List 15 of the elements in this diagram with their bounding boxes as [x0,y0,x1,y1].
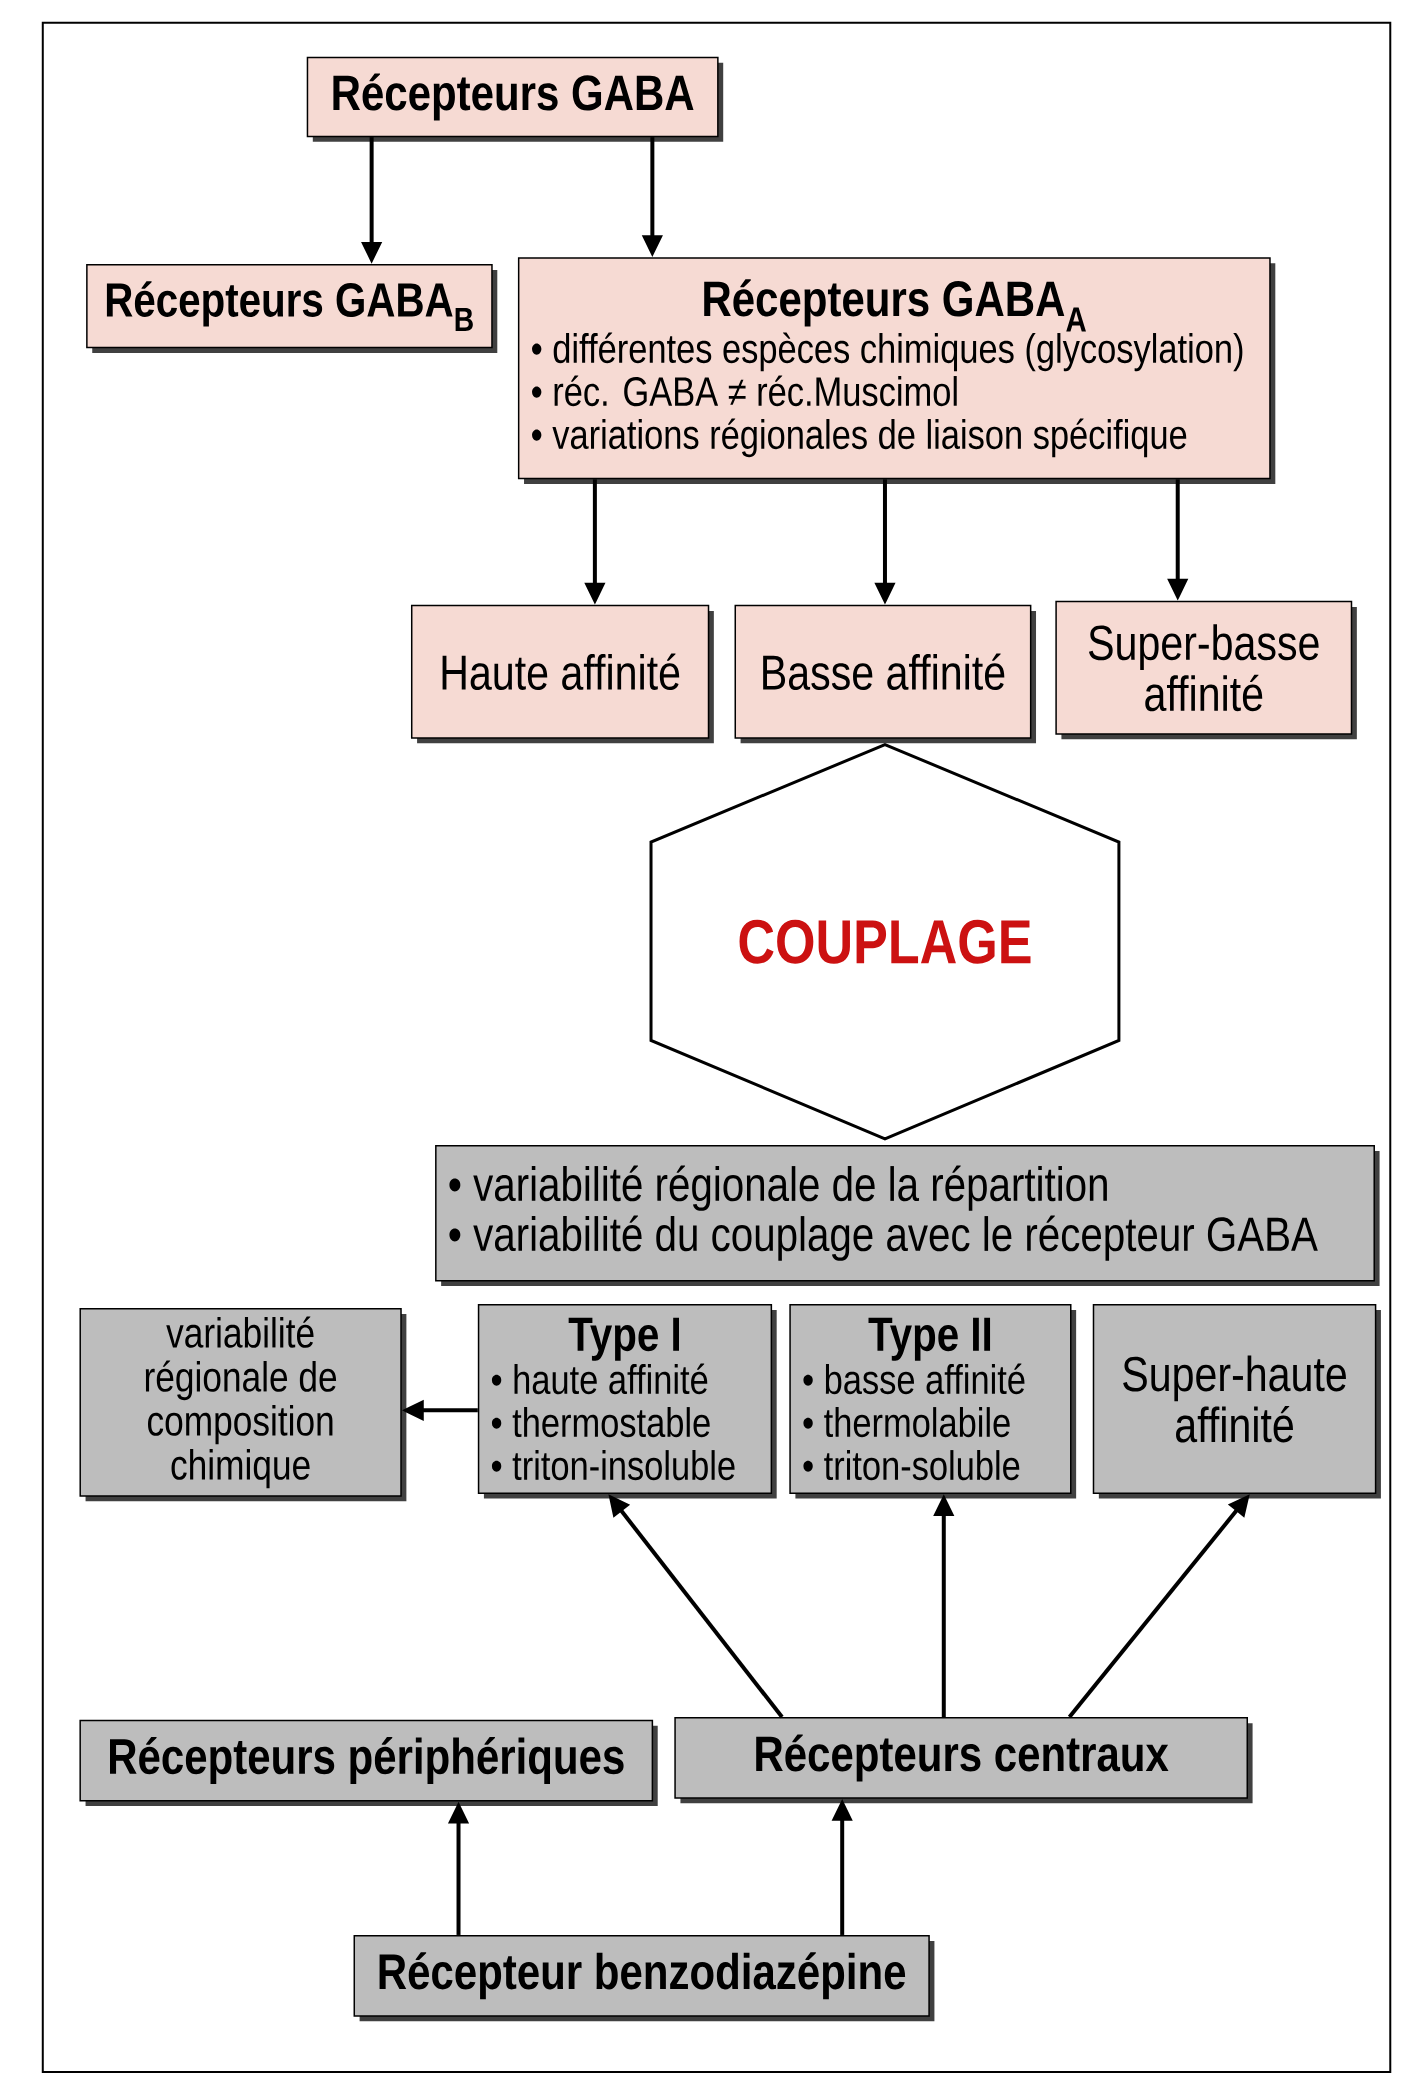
label-box: Récepteur benzodiazépine [353,1934,935,2022]
label-box: Récepteurs périphériques [79,1719,658,1807]
label-box: Basse affinité [734,604,1036,744]
info-box: Récepteurs GABA$_{A}$ • différentes espèces chimiques (glycosylation) • réc. GABA ≠ réc.Muscimol • variations régionales de liaison spécifique [517,257,1276,484]
label-box: Récepteurs GABA$_{B}$ [86,263,498,353]
info-box: Type I • haute affinité • thermostable • triton-insoluble [477,1303,777,1499]
info-box: Type II • basse affinité • thermolabile • triton-soluble [789,1303,1077,1499]
info-box: • variabilité régionale de la répartition • variabilité du couplage avec le récepteur GABA [435,1144,1380,1286]
label-box: Récepteurs centraux [674,1717,1253,1804]
hexagon: COUPLAGE [649,743,1121,1141]
label-box: Super-basse affinité [1055,600,1357,740]
label-box: Récepteurs GABA [306,56,724,142]
label-box: Super-haute affinité [1092,1303,1381,1499]
label-box: variabilité régionale de composition chimique [79,1308,407,1502]
label-box: Haute affinité [410,604,714,744]
